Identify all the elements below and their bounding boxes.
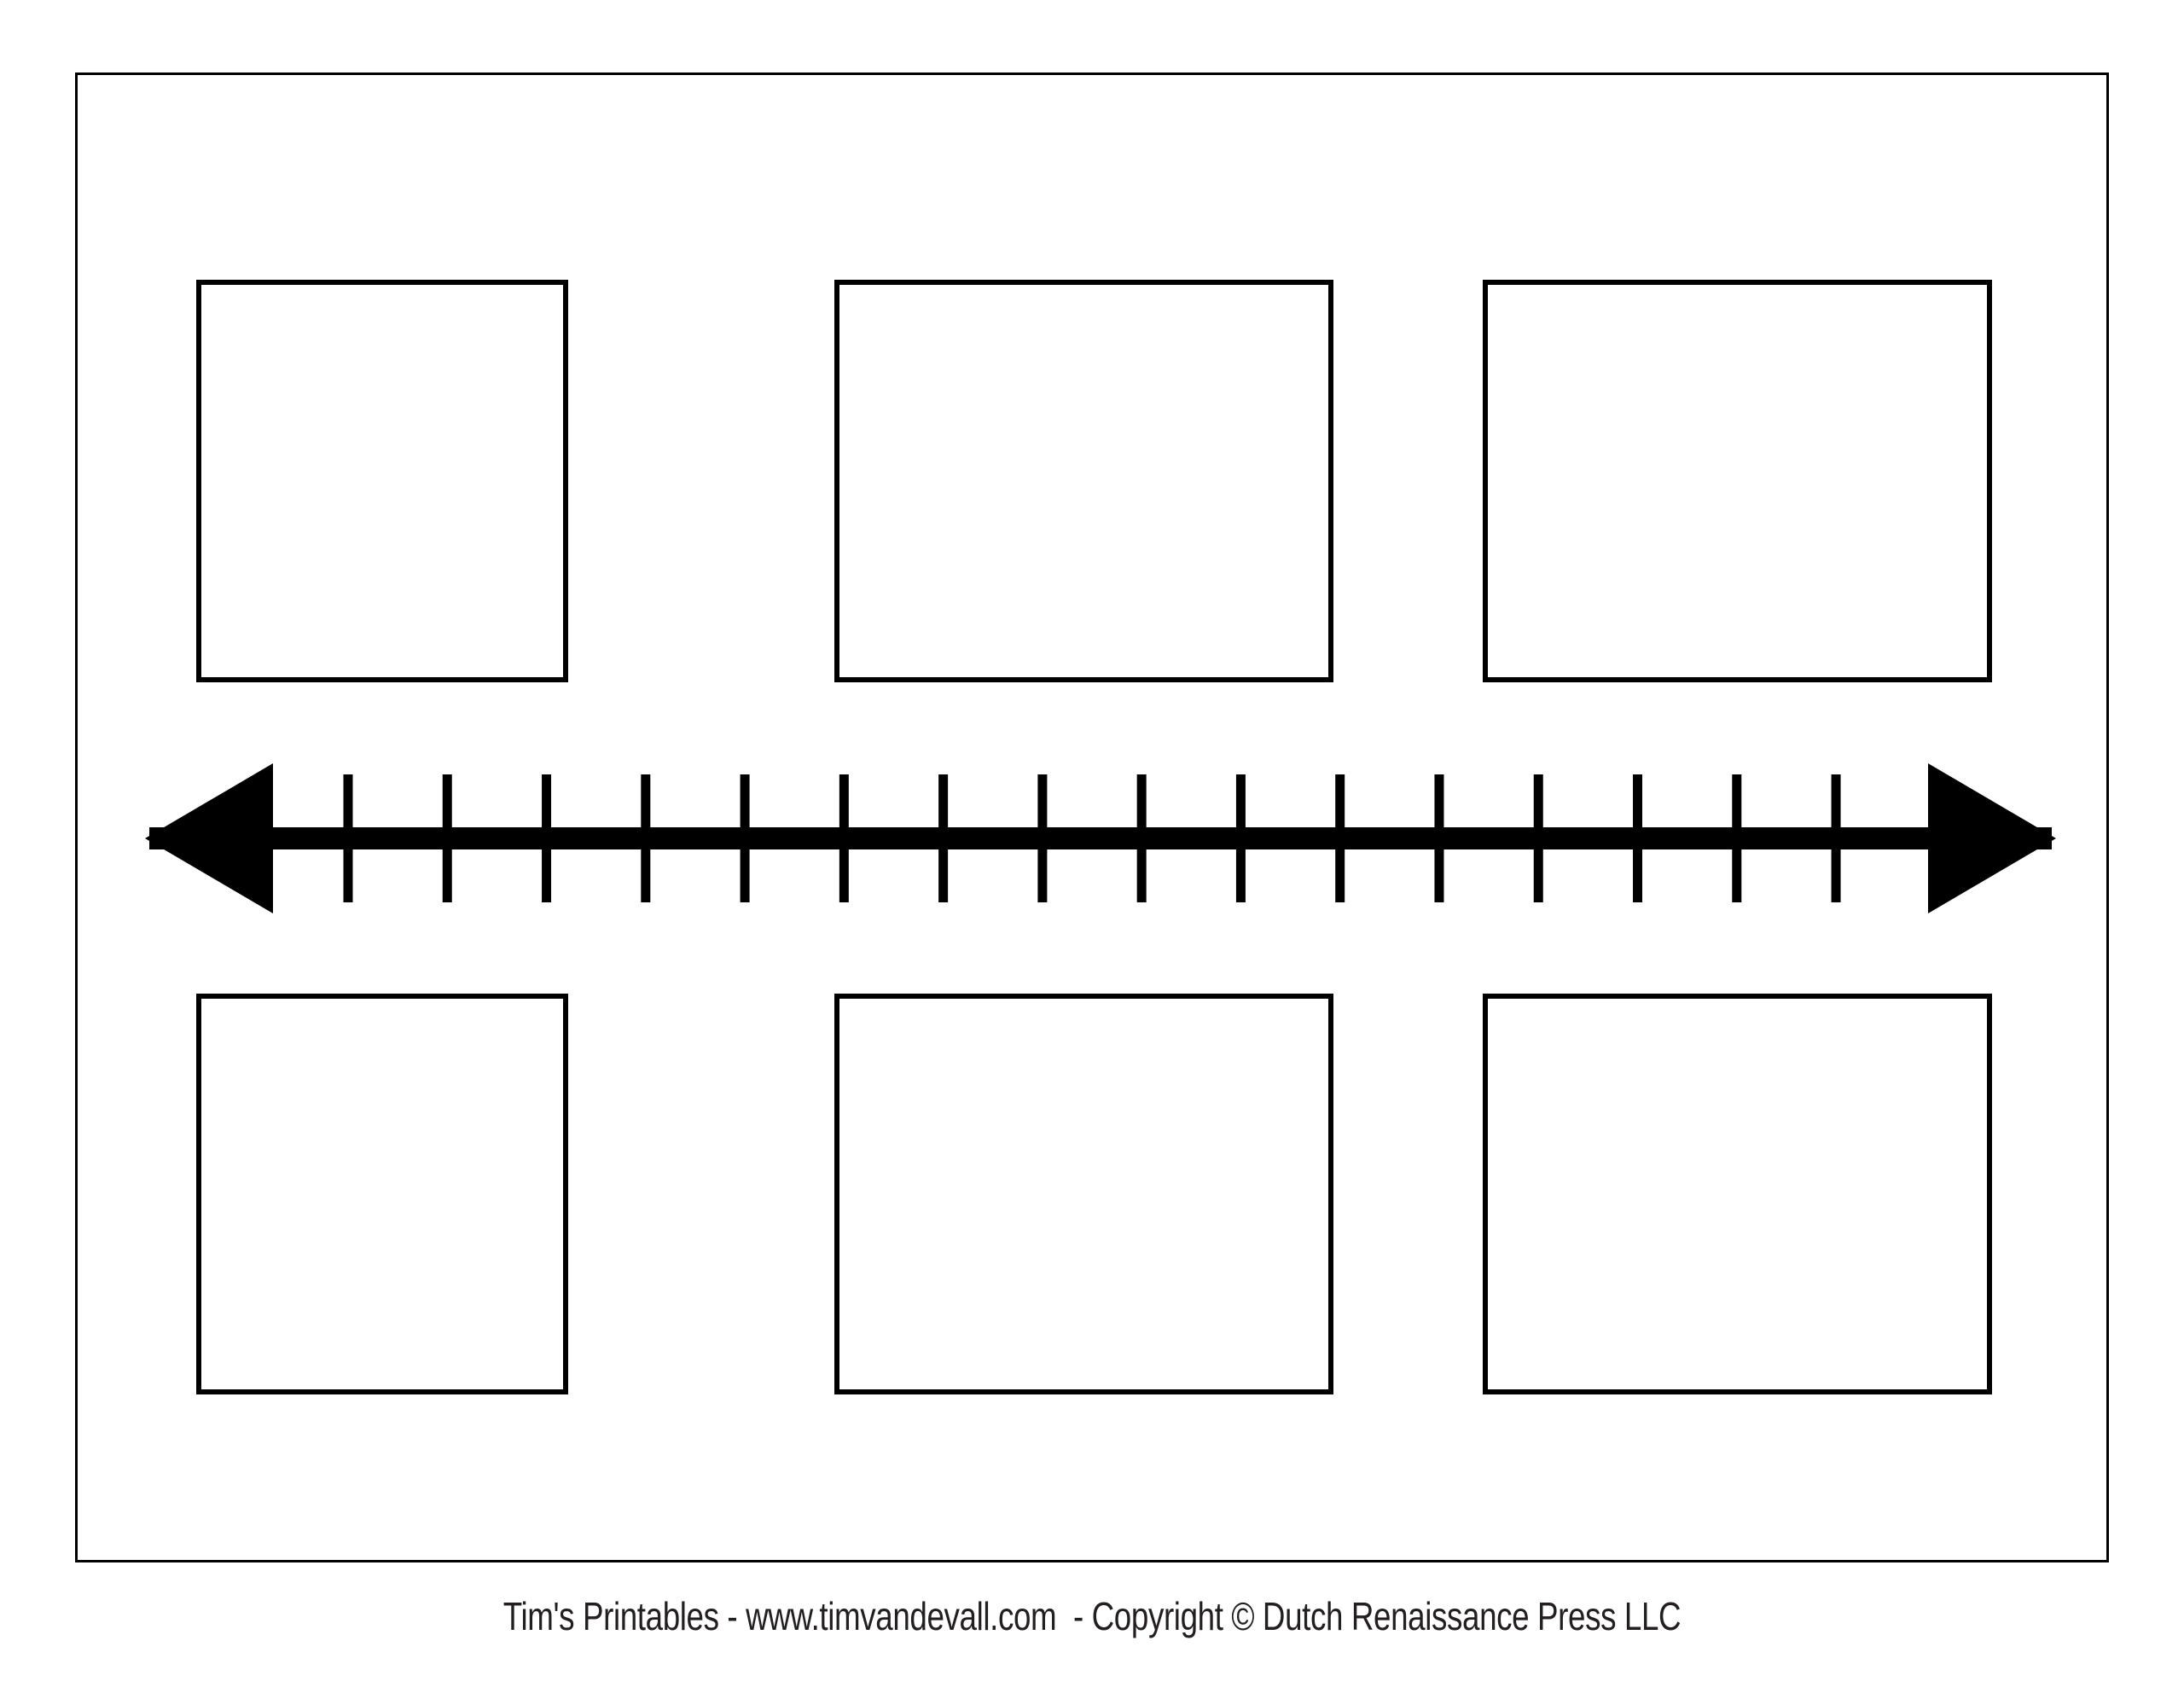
picture-box-top-middle[interactable]: [834, 280, 1333, 682]
picture-box-bottom-right[interactable]: [1483, 994, 1992, 1394]
page-border: [75, 72, 2109, 1562]
picture-box-bottom-left[interactable]: [196, 994, 568, 1394]
picture-box-top-left[interactable]: [196, 280, 568, 682]
footer-credit: Tim's Printables - www.timvandevall.com …: [502, 1594, 1682, 1638]
picture-box-bottom-middle[interactable]: [834, 994, 1333, 1394]
picture-box-top-right[interactable]: [1483, 280, 1992, 682]
